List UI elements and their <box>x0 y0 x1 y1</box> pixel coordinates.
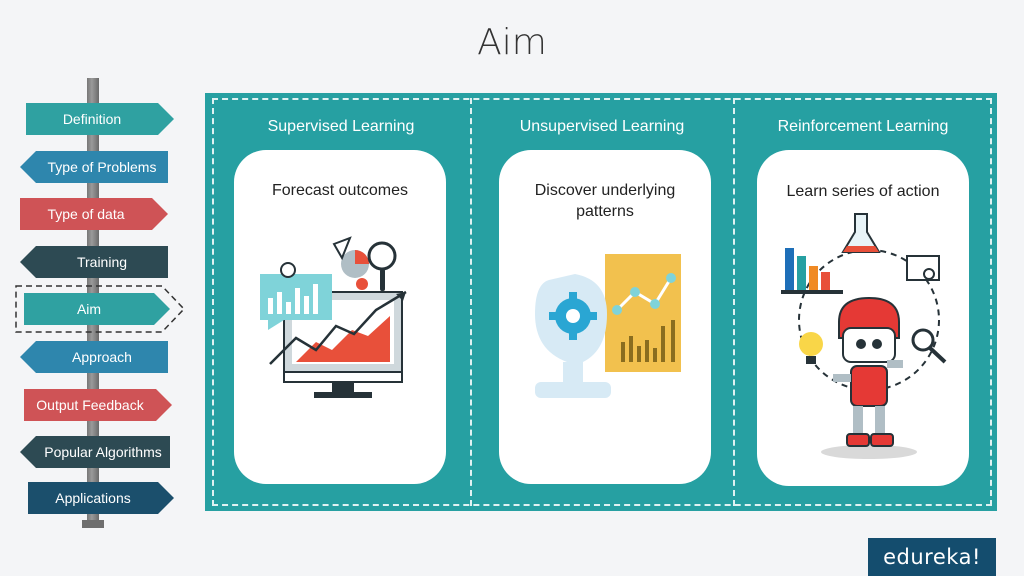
nav-item-approach[interactable]: Approach <box>20 341 168 373</box>
reinforcement-heading: Reinforcement Learning <box>777 118 949 135</box>
forecast-monitor-icon <box>260 236 407 398</box>
unsupervised-heading: Unsupervised Learning <box>519 118 685 135</box>
unsupervised-card: Discover underlying patterns <box>499 150 711 484</box>
unsupervised-card-text: Discover underlying patterns <box>534 182 676 220</box>
nav-item-aim[interactable]: Aim <box>24 293 170 325</box>
nav-item-training[interactable]: Training <box>20 246 168 278</box>
nav-item-popular-algorithms[interactable]: Popular Algorithms <box>20 436 170 468</box>
signpost-base <box>82 520 104 528</box>
supervised-card: Forecast outcomes <box>234 150 446 484</box>
supervised-card-text: Forecast outcomes <box>271 182 409 199</box>
robot-learning-icon <box>781 213 947 459</box>
pattern-discovery-icon <box>535 254 681 398</box>
reinforcement-card: Learn series of action <box>757 150 969 486</box>
nav-item-output-feedback[interactable]: Output Feedback <box>24 389 172 421</box>
active-item-outline <box>15 285 186 333</box>
nav-item-type-of-problems[interactable]: Type of Problems <box>20 151 168 183</box>
supervised-heading: Supervised Learning <box>267 118 415 135</box>
nav-item-type-of-data[interactable]: Type of data <box>20 198 168 230</box>
reinforcement-card-text: Learn series of action <box>786 183 940 200</box>
page-title: Aim <box>477 22 547 63</box>
edureka-logo: edureka! <box>868 538 996 576</box>
nav-item-applications[interactable]: Applications <box>28 482 174 514</box>
nav-item-definition[interactable]: Definition <box>26 103 174 135</box>
panel-dashed-border <box>212 98 992 506</box>
column-divider <box>470 98 472 506</box>
column-divider <box>733 98 735 506</box>
